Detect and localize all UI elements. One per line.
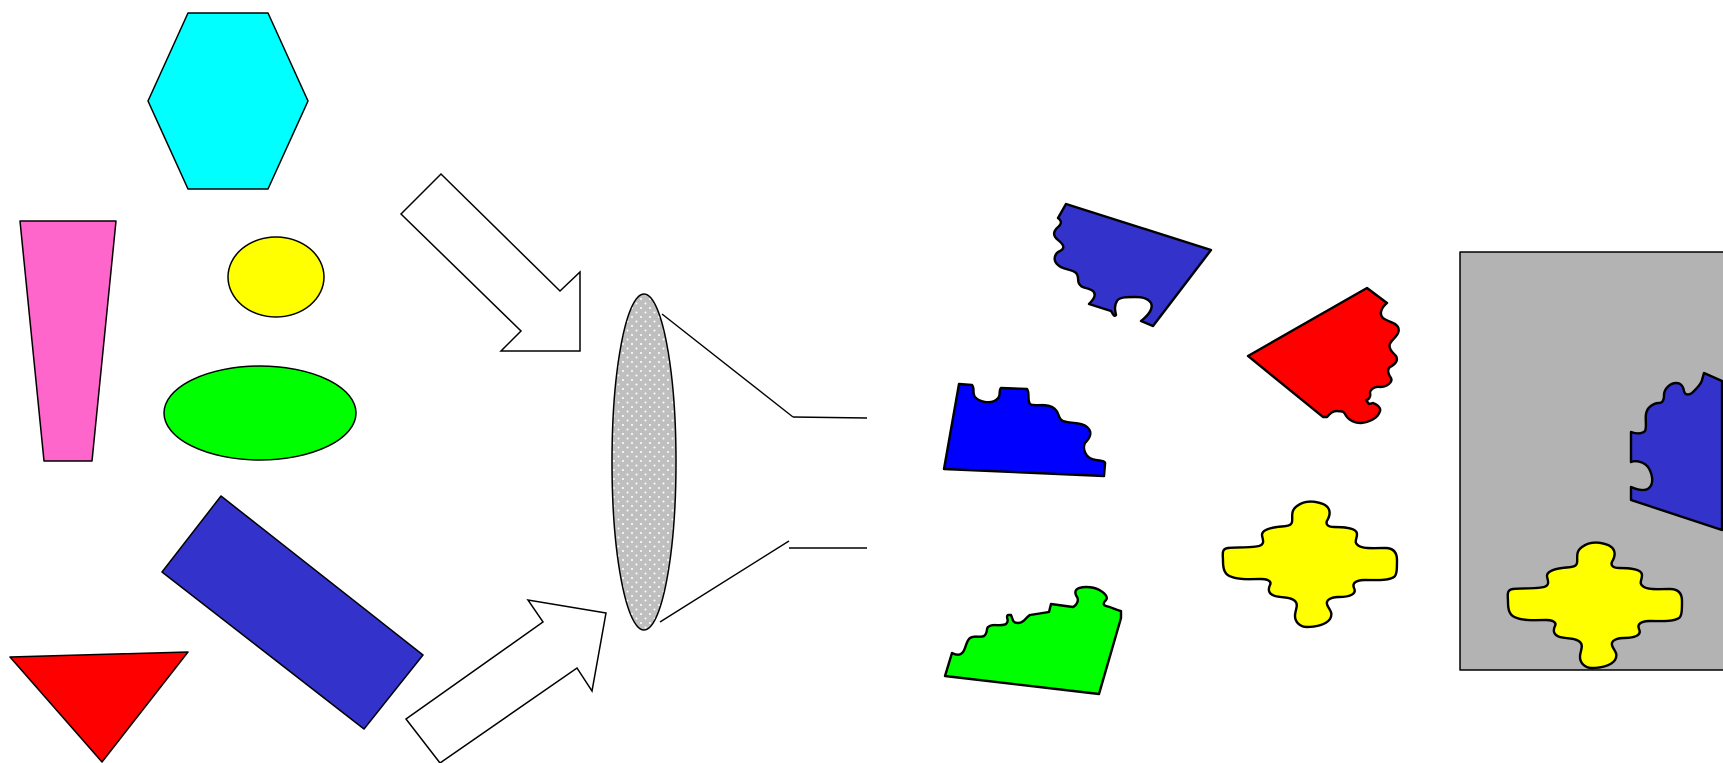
rectangle-shape	[161, 495, 424, 730]
puzzle-pieces	[942, 202, 1400, 696]
puzzle-piece-blue-left	[942, 382, 1107, 478]
puzzle-board	[1459, 251, 1723, 671]
hexagon-shape	[147, 12, 309, 190]
ellipse-shape	[163, 365, 357, 461]
funnel-upper-edge	[661, 313, 794, 418]
upper-arrow	[399, 172, 581, 352]
placed-piece-blue	[1629, 371, 1723, 532]
source-shapes	[9, 12, 424, 763]
puzzle-piece-red	[1246, 286, 1400, 425]
puzzle-piece-yellow	[1221, 500, 1399, 629]
lower-arrow	[404, 598, 607, 763]
small-circle-shape	[227, 236, 325, 318]
funnel-lower-edge	[659, 540, 790, 623]
funnel-upper-spout	[792, 416, 868, 419]
triangle-shape	[9, 651, 189, 763]
puzzle-piece-green	[943, 585, 1123, 696]
placed-piece-yellow	[1506, 541, 1684, 670]
trapezoid-shape	[19, 220, 117, 462]
funnel	[611, 293, 868, 631]
funnel-mouth-texture	[613, 295, 675, 629]
puzzle-piece-blue-top	[1052, 202, 1213, 328]
